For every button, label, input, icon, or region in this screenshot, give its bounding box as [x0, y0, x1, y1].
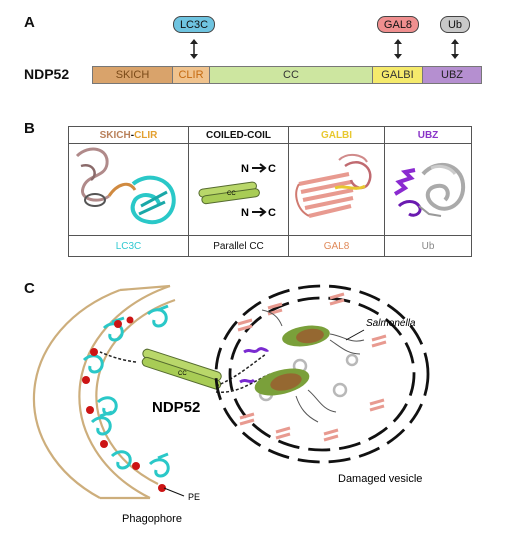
double-arrow-icon — [394, 39, 402, 59]
phagophore-inner-membrane — [95, 298, 176, 485]
galbi-header: GALBI — [289, 127, 384, 144]
skich-header-text: SKICH — [99, 129, 131, 141]
ndp52-domain-bar: SKICH CLIR CC GALBI UBZ — [92, 66, 482, 84]
panel-a-letter: A — [24, 14, 35, 31]
skich-clir-header: SKICH-CLIR — [69, 127, 188, 144]
cc-label: CC — [178, 371, 187, 377]
header-dash: - — [130, 129, 135, 141]
gal8-bubble: GAL8 — [377, 16, 419, 33]
right-arrow-icon — [252, 207, 267, 217]
n-terminus-bottom: N — [241, 207, 249, 219]
ndp52-label-c: NDP52 — [152, 399, 200, 416]
domain-ubz: UBZ — [423, 67, 481, 83]
double-arrow-icon — [190, 39, 198, 59]
skich-lc3c-structure-image — [75, 147, 176, 225]
parallel-cc-footer: Parallel CC — [189, 235, 288, 256]
coiled-coil-header: COILED-COIL — [189, 127, 288, 144]
structure-table: SKICH-CLIR LC3C COILED-COIL CC N C N C — [68, 126, 472, 257]
ubz-domain — [243, 347, 270, 354]
ubz-column: UBZ Ub — [385, 127, 471, 256]
lc3c-molecule-cluster — [82, 304, 170, 478]
panel-b-letter: B — [24, 120, 35, 137]
skich-clir-column: SKICH-CLIR LC3C — [69, 127, 189, 256]
gal8-molecule-cluster — [237, 292, 387, 442]
pe-lipid-markers — [82, 316, 166, 492]
ndp52-coiled-coil — [141, 348, 222, 390]
phagophore-label: Phagophore — [122, 513, 182, 525]
phagophore-outer-membrane — [78, 284, 171, 499]
salmonella-label: Salmonella — [366, 318, 416, 329]
salmonella-pointer — [345, 329, 365, 341]
ubz-ub-structure-image — [393, 163, 466, 217]
ndp52-label: NDP52 — [24, 66, 70, 82]
ub-bubble: Ub — [440, 16, 470, 33]
domain-clir: CLIR — [173, 67, 210, 83]
domain-skich: SKICH — [93, 67, 173, 83]
gal8-footer: GAL8 — [289, 235, 384, 256]
lc3c-bubble: LC3C — [173, 16, 215, 33]
n-terminus-top: N — [241, 163, 249, 175]
galbi-gal8-structure-image — [295, 154, 372, 218]
ub-footer: Ub — [385, 235, 471, 256]
autophagy-schematic: CC Salmonella PE NDP52 Phagophore Damage… — [32, 284, 430, 525]
cc-small-label: CC — [227, 191, 236, 197]
right-arrow-icon — [252, 163, 267, 173]
parallel-cc-cartoon: CC N C N C — [198, 163, 276, 219]
domain-galbi: GALBI — [373, 67, 423, 83]
salmonella-bacteria — [254, 309, 365, 423]
clir-header-text: CLIR — [134, 129, 158, 141]
c-terminus-top: C — [268, 163, 276, 175]
damaged-vesicle-label: Damaged vesicle — [338, 473, 422, 485]
domain-cc: CC — [210, 67, 373, 83]
c-terminus-bottom: C — [268, 207, 276, 219]
coiled-coil-column: COILED-COIL CC N C N C Parallel CC — [189, 127, 289, 256]
damaged-vesicle-membrane — [214, 284, 430, 464]
panel-c-letter: C — [24, 280, 35, 297]
ubz-header: UBZ — [385, 127, 471, 144]
lc3c-footer: LC3C — [69, 235, 188, 256]
galbi-column: GALBI GAL8 — [289, 127, 385, 256]
double-arrow-icon — [451, 39, 459, 59]
pe-pointer — [163, 487, 185, 497]
pe-label: PE — [188, 492, 200, 502]
